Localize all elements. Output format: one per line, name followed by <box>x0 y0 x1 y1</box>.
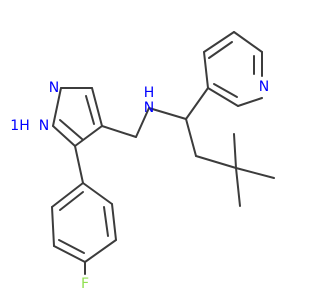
bond <box>213 83 238 98</box>
molecule-drawing: N 1H N H N N F <box>10 31 275 292</box>
bond <box>135 107 150 138</box>
bond <box>103 206 109 237</box>
bond <box>203 31 235 53</box>
bond <box>52 125 76 147</box>
bond <box>235 167 275 179</box>
bond <box>237 97 263 107</box>
bond <box>74 125 103 147</box>
atom-f: F <box>81 276 89 292</box>
bond <box>53 245 86 263</box>
methylene-linker <box>101 107 187 138</box>
bond <box>51 182 84 208</box>
fluorophenyl-ring <box>51 145 117 275</box>
atom-nh-pyrazole: 1H N <box>10 118 49 134</box>
atom-label-prefix: 1H <box>10 118 29 134</box>
atom-label: N <box>144 100 154 116</box>
bond <box>233 31 263 53</box>
bond <box>52 87 62 127</box>
bond <box>51 206 55 247</box>
bond <box>233 133 237 169</box>
bond <box>59 119 83 140</box>
atom-label: N <box>39 118 49 134</box>
bond <box>84 239 117 263</box>
bond <box>208 41 233 59</box>
bond <box>235 167 241 207</box>
structure-canvas: N 1H N H N N F <box>10 31 275 292</box>
pyridine-ring <box>185 31 263 120</box>
bond <box>58 239 85 254</box>
bond <box>185 118 197 157</box>
bond <box>111 203 117 241</box>
pyrazole-ring <box>52 87 103 147</box>
bond <box>59 191 84 211</box>
bond <box>207 87 239 107</box>
bond <box>74 145 84 184</box>
atom-label: F <box>81 276 89 292</box>
atom-label: N <box>259 79 269 95</box>
bond <box>82 182 113 205</box>
neopentyl-chain <box>185 118 275 207</box>
bond <box>91 87 103 127</box>
atom-label: N <box>49 80 59 96</box>
bond <box>195 155 237 169</box>
atom-nh-amine: H N <box>144 85 155 116</box>
atom-n-pyrazole: N <box>27 78 59 98</box>
bond <box>148 107 187 120</box>
atom-n-pyridine: N <box>259 79 269 95</box>
bond <box>203 51 209 89</box>
atom-label-h: H <box>144 85 155 101</box>
bond <box>101 125 137 138</box>
bond <box>185 87 209 120</box>
bond <box>85 95 95 125</box>
